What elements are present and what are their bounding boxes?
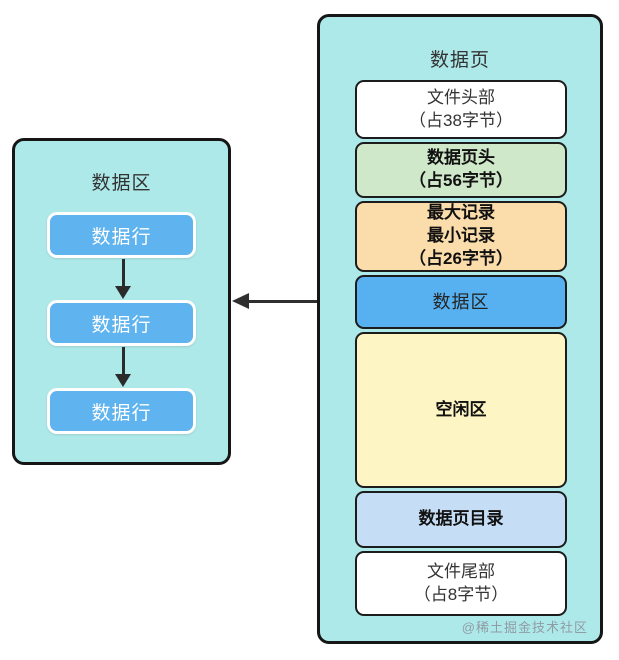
- data-page-panel: 数据页 文件头部 （占38字节） 数据页头 （占56字节） 最大记录 最小记录 …: [317, 14, 603, 644]
- section-max-min-record: 最大记录 最小记录 （占26字节）: [355, 201, 567, 272]
- section-page-directory: 数据页目录: [355, 491, 567, 548]
- section-page-header: 数据页头 （占56字节）: [355, 142, 567, 198]
- watermark: @稀土掘金技术社区: [461, 620, 588, 635]
- arrow-left-head-icon: [232, 293, 249, 309]
- arrow-down-icon: [115, 347, 131, 387]
- arrow-down-head: [115, 374, 131, 387]
- arrow-down-head: [115, 286, 131, 299]
- sections-stack: 文件头部 （占38字节） 数据页头 （占56字节） 最大记录 最小记录 （占26…: [355, 80, 567, 616]
- data-row-box: 数据行: [47, 388, 196, 434]
- right-panel-title: 数据页: [429, 50, 490, 71]
- data-row-box: 数据行: [47, 212, 196, 258]
- arrow-down-line: [121, 347, 125, 374]
- section-file-header: 文件头部 （占38字节）: [355, 80, 567, 139]
- data-row-box: 数据行: [47, 300, 196, 346]
- arrow-down-icon: [115, 259, 131, 299]
- arrow-left-line: [247, 300, 353, 303]
- section-data-area: 数据区: [355, 275, 567, 329]
- data-area-panel: 数据区 数据行 数据行 数据行: [12, 138, 231, 465]
- arrow-down-line: [121, 259, 125, 286]
- left-panel-title: 数据区: [91, 173, 152, 194]
- arrow-left-connector: [232, 293, 353, 310]
- section-file-trailer: 文件尾部 （占8字节）: [355, 551, 567, 616]
- section-free-area: 空闲区: [355, 332, 567, 488]
